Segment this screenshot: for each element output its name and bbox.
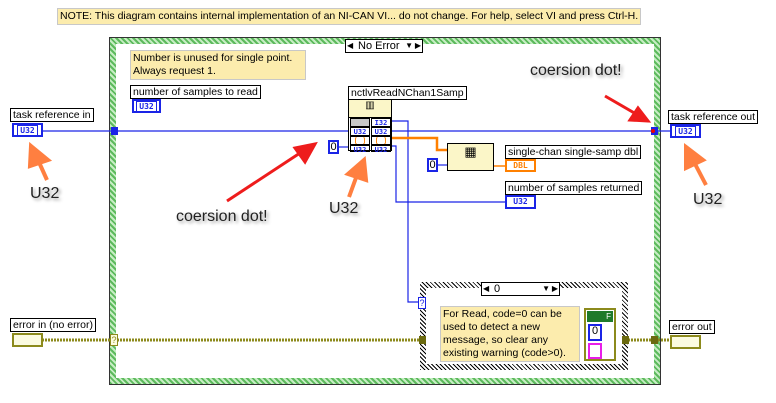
- task-ref-in-label: task reference in: [10, 108, 94, 122]
- orange-arrow-mid: [344, 155, 369, 198]
- samples-returned-indicator[interactable]: U32: [505, 195, 536, 209]
- samples-returned-label: number of samples returned: [505, 181, 643, 195]
- single-samp-indicator[interactable]: DBL: [505, 159, 536, 172]
- samples-comment: Number is unused for single point. Alway…: [130, 50, 306, 80]
- subvi-icon: ▥: [349, 100, 391, 118]
- status-boolean-constant[interactable]: F: [587, 311, 613, 322]
- subvi-label: nctlvReadNChan1Samp: [348, 86, 467, 100]
- index-array-icon: ▦: [464, 144, 477, 159]
- coercion-dot: [651, 129, 655, 133]
- index-constant[interactable]: 0: [427, 158, 438, 172]
- code-constant[interactable]: 0: [588, 324, 602, 341]
- term-right-1[interactable]: U32: [371, 127, 391, 136]
- index-array-node[interactable]: ▦: [447, 143, 494, 171]
- task-ref-tunnel-in: [111, 127, 118, 135]
- samples-to-read-control[interactable]: U32: [132, 99, 161, 113]
- decrement-arrow-icon[interactable]: ◀: [483, 284, 490, 293]
- single-samp-label: single-chan single-samp dbl: [505, 145, 642, 159]
- samples-to-read-label: number of samples to read: [130, 85, 261, 99]
- dropdown-arrow-icon[interactable]: ▼: [405, 41, 413, 50]
- error-tunnel-inner-out: [622, 336, 629, 344]
- task-ref-out-label: task reference out: [668, 110, 759, 124]
- inner-comment: For Read, code=0 can be used to detect a…: [440, 306, 580, 362]
- red-arrow-top: [604, 94, 652, 123]
- error-out-indicator[interactable]: [670, 335, 701, 349]
- error-cluster-constant[interactable]: F 0: [584, 308, 616, 361]
- term-left-1[interactable]: U32: [350, 127, 370, 136]
- term-left-3[interactable]: U32: [350, 145, 370, 154]
- term-right-2[interactable]: [ ]: [371, 136, 391, 145]
- case-selector[interactable]: ◀ No Error ▼ ▶: [345, 39, 423, 53]
- error-in-control[interactable]: [12, 333, 43, 347]
- samples-returned-wire: [392, 145, 505, 203]
- count-constant[interactable]: 0: [328, 140, 339, 154]
- error-tunnel-inner-in: [419, 336, 426, 344]
- task-ref-out-indicator[interactable]: U32: [670, 124, 701, 138]
- annotation-coersion-top: coersion dot!: [530, 62, 622, 79]
- error-case-selector-tunnel[interactable]: ?: [110, 334, 118, 346]
- inner-case-selector-value: 0: [494, 283, 501, 295]
- i32-wire: [392, 120, 418, 303]
- error-in-label: error in (no error): [10, 318, 96, 332]
- inner-case-selector[interactable]: ◀ 0 ▼ ▶: [481, 282, 560, 296]
- subvi-nctlvReadNChan1Samp[interactable]: ▥ I32 U32 U32 [ ] [ ] U32 U32: [348, 99, 392, 154]
- term-left-2[interactable]: [ ]: [350, 136, 370, 145]
- orange-arrow-left: [27, 141, 53, 181]
- increment-arrow-icon[interactable]: ▶: [414, 41, 421, 50]
- task-ref-in-control[interactable]: U32: [12, 123, 43, 137]
- annotation-u32-left: U32: [30, 185, 60, 202]
- term-left-0[interactable]: [350, 118, 370, 127]
- annotation-coersion-bottom: coersion dot!: [176, 208, 268, 225]
- annotation-u32-right: U32: [693, 191, 723, 208]
- error-tunnel-out: [651, 336, 658, 344]
- dropdown-arrow-icon[interactable]: ▼: [542, 284, 550, 293]
- term-right-3[interactable]: U32: [371, 145, 391, 154]
- orange-arrow-right: [684, 142, 708, 186]
- error-out-label: error out: [669, 320, 715, 334]
- annotation-u32-mid: U32: [329, 200, 359, 217]
- source-string-constant[interactable]: [588, 343, 602, 359]
- case-selector-terminal[interactable]: ?: [418, 297, 426, 309]
- increment-arrow-icon[interactable]: ▶: [551, 284, 558, 293]
- array-wire: [392, 136, 447, 152]
- red-arrow-bottom: [226, 141, 318, 203]
- case-selector-value: No Error: [358, 40, 400, 52]
- term-right-0[interactable]: I32: [371, 118, 391, 127]
- note-comment: NOTE: This diagram contains internal imp…: [57, 8, 642, 25]
- decrement-arrow-icon[interactable]: ◀: [347, 41, 354, 50]
